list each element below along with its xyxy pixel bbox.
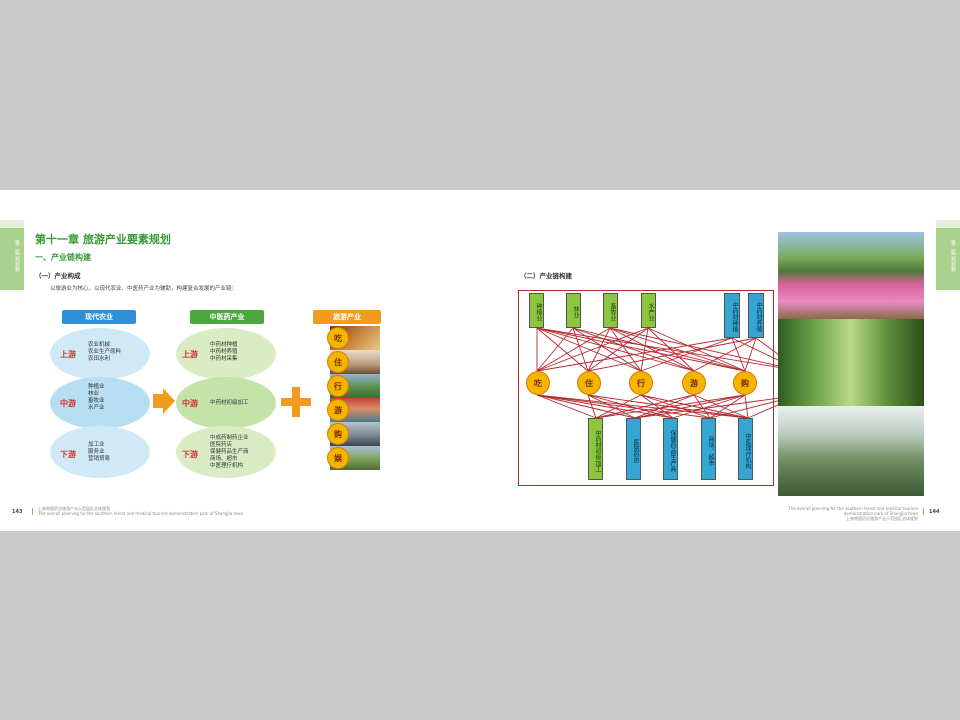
level-label: 下游 [60, 450, 76, 459]
industry-chain-frame [518, 290, 774, 486]
tier-ellipse-agri-up [50, 328, 150, 380]
tier-ellipse-med-mid [176, 377, 276, 429]
header-tourism: 旅游产业 [313, 310, 381, 324]
page-number-right: 144 [929, 509, 940, 515]
tourism-element-circle: 吃 [327, 327, 349, 349]
photo-forest-path [778, 319, 924, 406]
section-title: 一、产业链构建 [35, 253, 91, 262]
subsection-title-left: （一）产业构成 [35, 272, 81, 280]
chain-bottom-box: 中医理疗机构 [738, 418, 753, 480]
tourism-element-circle: 住 [327, 351, 349, 373]
page-number-left: 143 [12, 509, 23, 515]
level-label: 中游 [60, 399, 76, 408]
left-side-tab-label: 第二篇 规划篇 [14, 240, 20, 272]
photo-flower-garden [778, 232, 924, 319]
orange-arrow-icon [153, 388, 175, 414]
chain-element-circle: 购 [733, 371, 757, 395]
subsection-title-right: （二）产业链构建 [520, 272, 572, 280]
tier-items: 农业机械 农业生产原料 农田水利 [88, 342, 122, 362]
brochure-spread: 第二篇 规划篇 第二篇 规划篇 第十一章 旅游产业要素规划 一、产业链构建 （一… [0, 190, 960, 531]
chain-top-box: 水产业 [641, 293, 656, 328]
tier-items: 种植业 林业 畜牧业 水产业 [88, 384, 105, 411]
left-side-tab: 第二篇 规划篇 [0, 220, 24, 290]
chain-top-box: 种植业 [529, 293, 544, 328]
industry-chain-network [536, 327, 802, 419]
tourism-element-circle: 购 [327, 423, 349, 445]
chain-element-circle: 住 [577, 371, 601, 395]
header-chinese-medicine: 中医药产业 [190, 310, 264, 324]
level-label: 下游 [182, 450, 198, 459]
tier-items: 中成药制药企业 医院药店 保健药品生产商 商场、超市 中医理疗机构 [210, 435, 249, 469]
right-side-tab-label: 第二篇 规划篇 [950, 240, 956, 272]
level-label: 上游 [60, 350, 76, 359]
right-side-tab: 第二篇 规划篇 [936, 220, 960, 290]
chain-top-box: 林业 [566, 293, 581, 328]
orange-plus-icon [281, 387, 311, 417]
chain-bottom-box: 保健药品生产商 [663, 418, 678, 480]
footer-left: 上林南国药谷旅游产业示范园区总体规划 The overall planning … [38, 506, 244, 516]
chain-element-circle: 行 [629, 371, 653, 395]
tier-items: 中药材种植 中药材养殖 中药材采集 [210, 342, 238, 362]
level-label: 上游 [182, 350, 198, 359]
tier-items: 中药材初级加工 [210, 400, 249, 406]
header-modern-agriculture: 现代农业 [62, 310, 136, 324]
tourism-element-circle: 娱 [327, 447, 349, 469]
tier-ellipse-agri-mid [50, 377, 150, 429]
chain-top-box: 中药材种植 [724, 293, 740, 338]
chain-bottom-box: 医院药店 [626, 418, 641, 480]
footer-right: The overall planning for the southern fo… [788, 506, 918, 521]
chain-top-box: 畜牧业 [603, 293, 618, 328]
tourism-element-circle: 行 [327, 375, 349, 397]
level-label: 中游 [182, 399, 198, 408]
tier-ellipse-agri-down [50, 426, 150, 478]
chain-element-circle: 吃 [526, 371, 550, 395]
tier-items: 加工业 服务业 营销贸易 [88, 442, 111, 462]
tier-ellipse-med-up [176, 328, 276, 380]
tier-ellipse-med-down [176, 426, 276, 478]
chain-top-box: 中药材养殖 [748, 293, 764, 338]
intro-text: 以旅游业为核心，以现代农业、中医药产业为辅助，构建复合发展的产业链： [50, 286, 238, 292]
chapter-title: 第十一章 旅游产业要素规划 [35, 233, 171, 246]
photo-tea-terrace [778, 406, 924, 496]
chain-element-circle: 游 [682, 371, 706, 395]
chain-bottom-box: 商场、超市 [701, 418, 716, 480]
tourism-element-circle: 游 [327, 399, 349, 421]
chain-bottom-box: 中药材初级加工 [588, 418, 603, 480]
